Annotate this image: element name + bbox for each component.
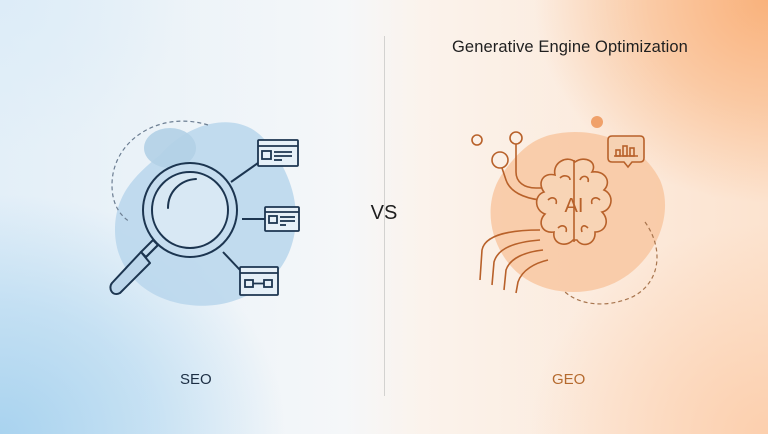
geo-title: Generative Engine Optimization <box>452 38 688 56</box>
seo-label: SEO <box>180 371 212 388</box>
vertical-divider <box>384 36 385 396</box>
geo-label: GEO <box>552 371 586 388</box>
circuit-lines <box>471 131 550 294</box>
versus-label: VS <box>370 202 398 224</box>
ai-brain-icon <box>535 158 612 246</box>
seo-illustration <box>109 120 300 306</box>
geo-dot <box>591 116 603 128</box>
geo-illustration: AI <box>471 116 666 305</box>
chart-bubble-icon <box>607 135 645 169</box>
web-page-icon-3 <box>239 266 279 296</box>
magnifying-glass-icon <box>109 162 238 295</box>
web-page-icon-2 <box>264 206 300 232</box>
web-page-icon-1 <box>257 139 299 167</box>
seo-blob-small <box>144 128 196 168</box>
ai-text: AI <box>565 195 584 217</box>
